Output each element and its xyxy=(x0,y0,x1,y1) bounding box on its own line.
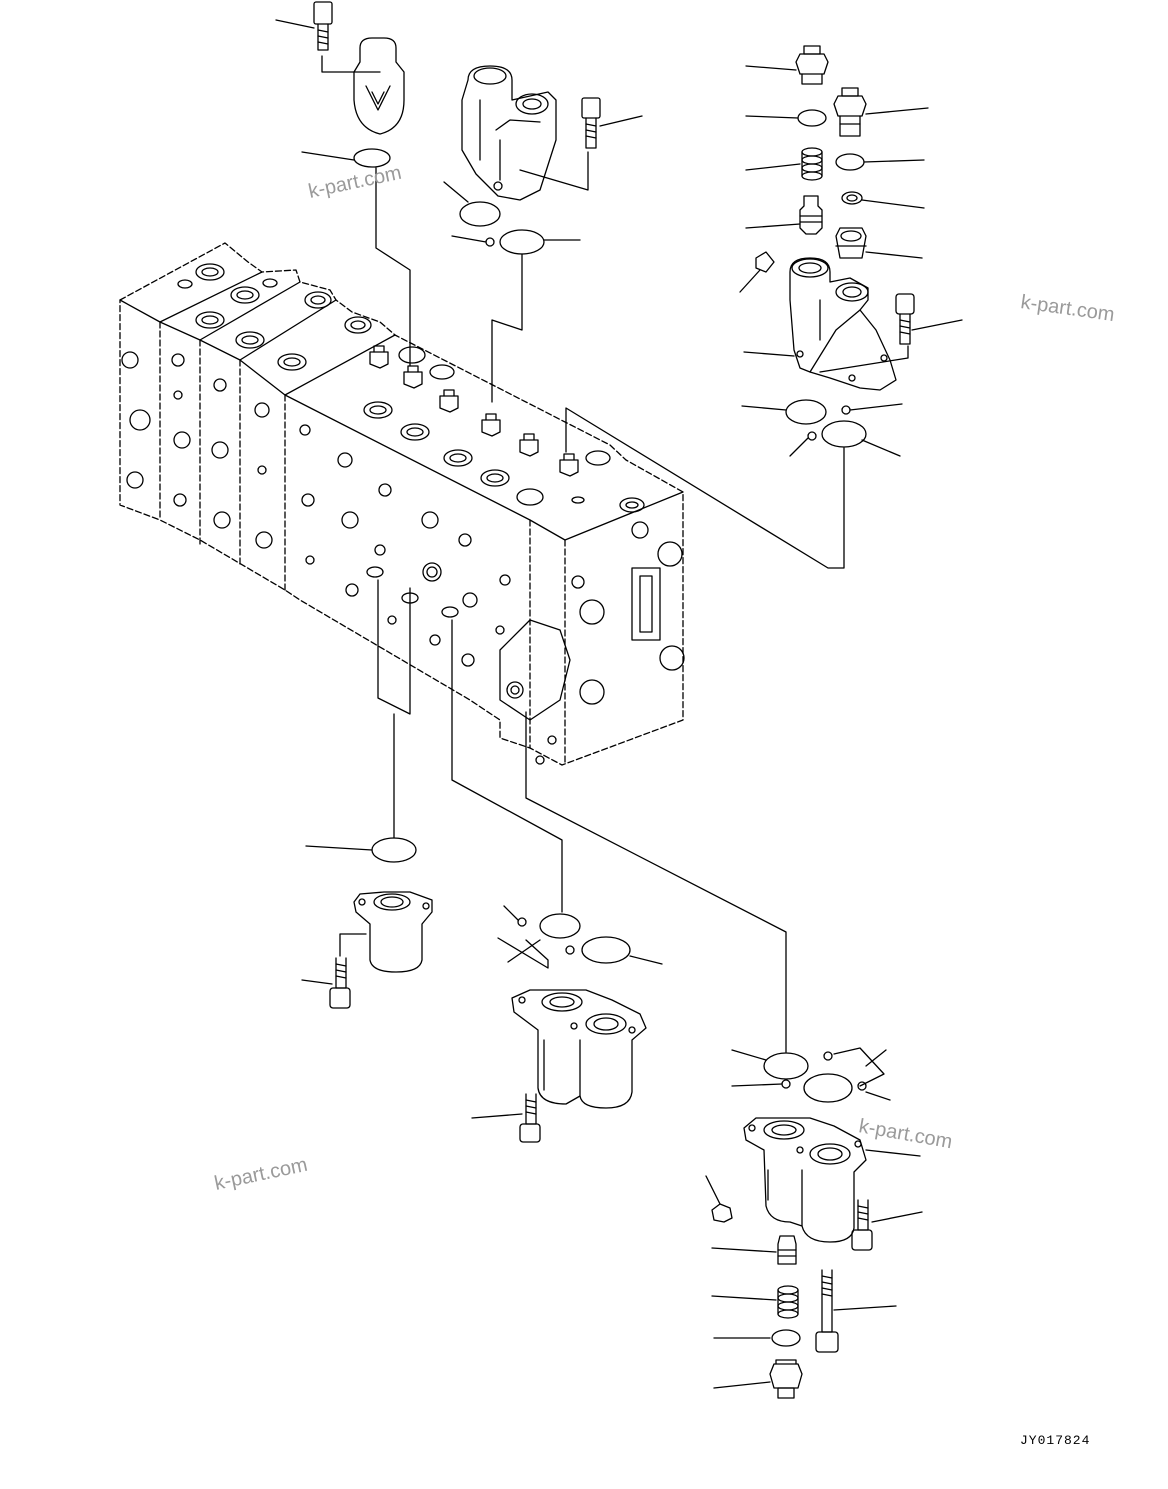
watermark: k-part.com xyxy=(306,162,403,203)
hex-plug-icon xyxy=(769,1359,803,1399)
leader-line xyxy=(871,1211,923,1223)
relief-valve-cartridge-icon xyxy=(353,37,405,135)
watermark: k-part.com xyxy=(857,1115,954,1153)
leader-line xyxy=(731,1083,783,1087)
relief-valve-cartridge-icon xyxy=(777,1235,797,1265)
socket-head-bolt-icon xyxy=(329,957,351,1009)
leader-line xyxy=(849,403,903,411)
leader-line xyxy=(275,19,315,29)
o-ring-icon xyxy=(797,109,827,127)
leader-line xyxy=(519,151,589,191)
leader-line xyxy=(713,1381,771,1389)
leader-line xyxy=(711,1295,777,1301)
leader-line xyxy=(705,1175,721,1205)
leader-line xyxy=(491,253,523,403)
hex-plug-icon xyxy=(755,251,775,273)
socket-head-bolt-icon xyxy=(815,1269,839,1353)
leader-line xyxy=(911,319,963,331)
leader-line xyxy=(507,939,541,963)
o-ring-icon xyxy=(771,1329,801,1347)
leader-line xyxy=(731,1049,767,1061)
leader-line xyxy=(565,407,845,569)
spring-icon xyxy=(777,1285,799,1319)
valve-housing-icon xyxy=(353,891,433,973)
leader-line xyxy=(305,845,373,851)
o-ring-icon xyxy=(371,837,417,863)
o-ring-icon xyxy=(763,1051,867,1103)
leader-line xyxy=(525,711,787,1053)
valve-housing-icon xyxy=(461,65,557,201)
socket-head-bolt-icon xyxy=(313,1,333,51)
top-port-holes xyxy=(177,263,645,513)
valve-housing-icon xyxy=(511,989,647,1109)
hex-plug-icon xyxy=(711,1203,733,1223)
leader-line xyxy=(443,181,469,203)
leader-line xyxy=(451,235,487,243)
leader-line xyxy=(745,115,799,119)
watermark: k-part.com xyxy=(1019,291,1116,326)
leader-line xyxy=(865,1091,891,1101)
drawing-code: JY017824 xyxy=(1020,1433,1090,1448)
leader-line xyxy=(739,269,761,293)
o-ring-icon xyxy=(517,913,631,964)
leader-line xyxy=(865,107,929,115)
o-ring-icon xyxy=(459,201,545,255)
leader-line xyxy=(865,251,923,259)
leader-line xyxy=(833,1305,897,1311)
leader-line xyxy=(339,933,367,957)
leader-line xyxy=(861,439,901,457)
socket-head-bolt-icon xyxy=(581,97,601,149)
leader-line xyxy=(819,345,909,373)
hex-plug-icon xyxy=(833,87,867,137)
leader-line xyxy=(865,1049,887,1067)
leader-line xyxy=(471,1113,523,1119)
leader-line xyxy=(599,115,643,127)
leader-line xyxy=(833,1047,885,1087)
leader-line xyxy=(629,955,663,965)
valve-housing-icon xyxy=(789,257,897,391)
valve-housing-icon xyxy=(743,1117,867,1243)
end-plate xyxy=(499,521,685,765)
leader-line xyxy=(497,937,549,969)
leader-line xyxy=(865,1149,921,1157)
pilot-fittings xyxy=(369,345,579,477)
leader-line xyxy=(863,159,925,163)
o-ring-icon xyxy=(785,399,867,448)
leader-line xyxy=(321,55,381,73)
leader-line xyxy=(301,151,355,161)
leader-line xyxy=(503,905,519,921)
hex-plug-icon xyxy=(795,45,829,85)
spring-icon xyxy=(801,147,823,181)
leader-line xyxy=(377,579,411,715)
leader-line xyxy=(741,405,787,411)
socket-head-bolt-icon xyxy=(519,1093,541,1143)
side-face-holes xyxy=(121,351,524,699)
leader-line xyxy=(789,437,809,457)
watermark: k-part.com xyxy=(212,1154,309,1195)
o-ring-icon xyxy=(841,191,863,205)
hex-plug-icon xyxy=(835,227,867,259)
leader-line xyxy=(745,163,801,171)
socket-head-bolt-icon xyxy=(895,293,915,345)
relief-valve-cartridge-icon xyxy=(799,195,823,235)
socket-head-bolt-icon xyxy=(851,1199,873,1251)
leader-line xyxy=(301,979,333,985)
leader-line xyxy=(745,223,801,229)
control-valve-block-icon xyxy=(119,242,685,766)
leader-line xyxy=(745,65,797,71)
leader-line xyxy=(861,199,925,209)
o-ring-icon xyxy=(835,153,865,171)
leader-line xyxy=(375,167,411,367)
leader-line xyxy=(743,351,795,357)
o-ring-icon xyxy=(353,148,391,168)
leader-line xyxy=(451,619,563,913)
leader-line xyxy=(711,1247,777,1253)
